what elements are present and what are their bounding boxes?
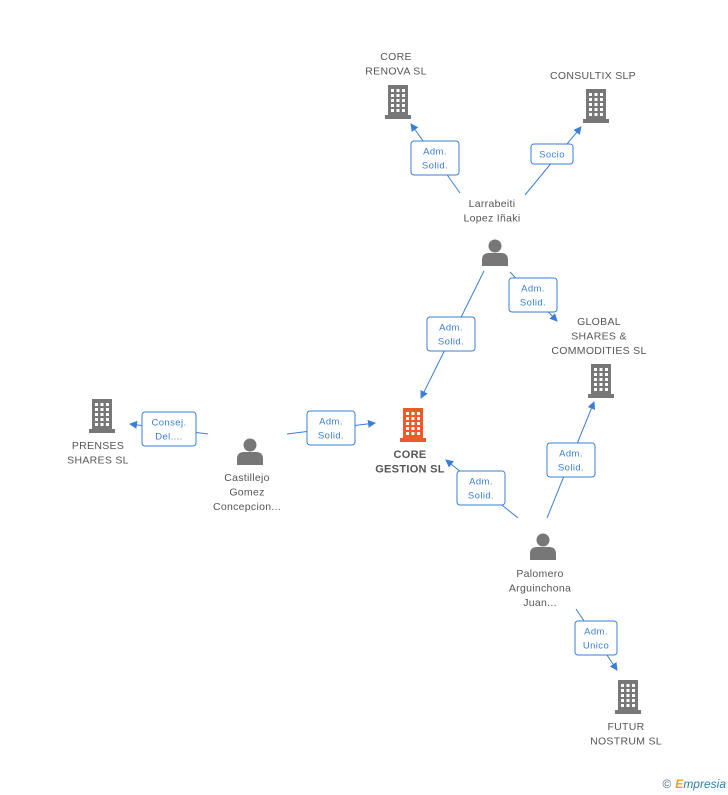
building-icon bbox=[615, 680, 641, 714]
edge-label-box[interactable] bbox=[508, 277, 558, 313]
edge-label-text: Adm. bbox=[439, 323, 463, 334]
copyright-symbol: © bbox=[662, 777, 672, 791]
edge-label-text: Solid. bbox=[558, 463, 584, 474]
node-label: GLOBAL bbox=[577, 316, 621, 328]
edge-label-box[interactable] bbox=[456, 470, 506, 506]
edge-label-box[interactable] bbox=[141, 411, 197, 447]
edge-label-text: Socio bbox=[539, 150, 565, 161]
edge-palomero-futur: Adm. Unico bbox=[574, 608, 618, 671]
edge-larrabeiti-consultix: Socio bbox=[524, 126, 582, 196]
node-label: PRENSES bbox=[72, 440, 124, 452]
edge-label-text: Adm. bbox=[521, 284, 545, 295]
edge-label-text: Adm. bbox=[559, 449, 583, 460]
node-label: Lopez Iñaki bbox=[463, 213, 520, 225]
node-label: Gomez bbox=[229, 487, 264, 499]
node-castillejo[interactable]: CastillejoGomezConcepcion... bbox=[213, 438, 281, 514]
edge-castillejo-prenses: Consej. Del.... bbox=[129, 411, 209, 447]
node-label: RENOVA SL bbox=[365, 66, 426, 78]
edge-label-text: Solid. bbox=[318, 431, 344, 442]
node-prenses[interactable]: PRENSES SHARES SL bbox=[67, 399, 129, 467]
person-icon bbox=[237, 438, 263, 465]
node-futur[interactable]: FUTUR NOSTRUM SL bbox=[590, 680, 662, 748]
edge-label-text: Solid. bbox=[468, 491, 494, 502]
edge-label-box[interactable] bbox=[410, 140, 460, 176]
edge-label-text: Solid. bbox=[422, 161, 448, 172]
node-label: NOSTRUM SL bbox=[590, 736, 662, 748]
brand-initial: E bbox=[675, 777, 684, 791]
building-icon bbox=[400, 408, 426, 442]
node-consultix[interactable]: CONSULTIX SLP bbox=[550, 70, 636, 123]
node-label: GESTION SL bbox=[375, 464, 445, 476]
node-label: Castillejo bbox=[224, 472, 270, 484]
edge-label-text: Adm. bbox=[584, 627, 608, 638]
node-label: Concepcion... bbox=[213, 501, 281, 513]
edge-label-box[interactable] bbox=[530, 143, 574, 165]
node-global_shares[interactable]: GLOBAL SHARES & COMMODITIES SL bbox=[551, 316, 646, 398]
node-label: SHARES SL bbox=[67, 455, 129, 467]
edge-label-text: Adm. bbox=[469, 477, 493, 488]
node-label: SHARES & bbox=[571, 331, 627, 343]
edge-larrabeiti-core_renova: Adm. Solid. bbox=[410, 123, 461, 194]
edge-label-text: Adm. bbox=[319, 417, 343, 428]
person-icon bbox=[482, 239, 508, 266]
edge-label-text: Consej. bbox=[151, 418, 186, 429]
node-label: CORE bbox=[394, 449, 427, 461]
edge-castillejo-core_gestion: Adm. Solid. bbox=[286, 410, 376, 446]
edge-label-text: Solid. bbox=[438, 337, 464, 348]
edge-label-box[interactable] bbox=[426, 316, 476, 352]
node-label: Arguinchona bbox=[509, 583, 571, 595]
node-palomero[interactable]: PalomeroArguinchonaJuan... bbox=[509, 533, 571, 610]
node-label: FUTUR bbox=[607, 721, 644, 733]
building-icon bbox=[385, 85, 411, 119]
node-label: CORE bbox=[380, 51, 412, 63]
edge-label-text: Solid. bbox=[520, 298, 546, 309]
brand-name: mpresia bbox=[683, 777, 726, 791]
node-label: CONSULTIX SLP bbox=[550, 70, 636, 82]
building-icon bbox=[588, 364, 614, 398]
node-label: Juan... bbox=[523, 597, 557, 609]
edge-label-box[interactable] bbox=[306, 410, 356, 446]
building-icon bbox=[89, 399, 115, 433]
edge-label-box[interactable] bbox=[546, 442, 596, 478]
edge-palomero-core_gestion: Adm. Solid. bbox=[445, 459, 519, 519]
node-label: Palomero bbox=[516, 568, 563, 580]
building-icon bbox=[583, 89, 609, 123]
edge-larrabeiti-global_shares: Adm. Solid. bbox=[508, 271, 558, 322]
node-core_renova[interactable]: CORE RENOVA SL bbox=[365, 51, 426, 119]
person-icon bbox=[530, 533, 556, 560]
edge-label-text: Adm. bbox=[423, 147, 447, 158]
node-core_gestion[interactable]: CORE GESTION SL bbox=[375, 408, 445, 476]
node-label: COMMODITIES SL bbox=[551, 345, 646, 357]
empresia-footer: ©Empresia bbox=[662, 777, 726, 791]
edge-palomero-global_shares: Adm. Solid. bbox=[546, 401, 596, 519]
edge-label-text: Del.... bbox=[155, 432, 183, 443]
edge-label-box[interactable] bbox=[574, 620, 618, 656]
edge-label-text: Unico bbox=[583, 641, 609, 652]
node-label: Larrabeiti bbox=[469, 198, 516, 210]
edge-larrabeiti-core_gestion: Adm. Solid. bbox=[420, 270, 485, 399]
